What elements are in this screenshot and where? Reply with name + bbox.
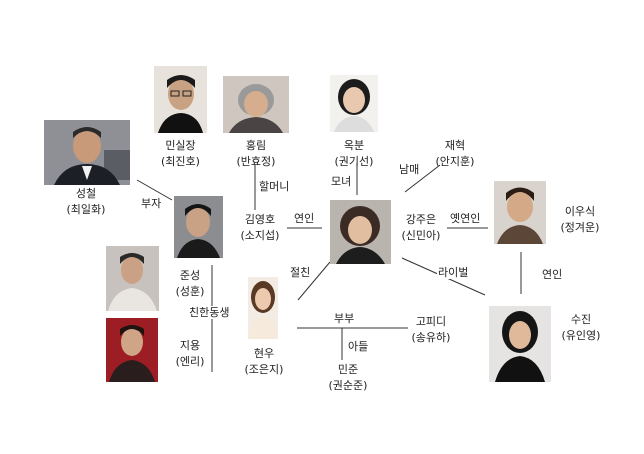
character-name: 강주은 [405, 213, 437, 226]
actor-name: (유인영) [561, 329, 601, 342]
label-okbun: 옥분 (권기선) [328, 138, 380, 170]
label-leeusik: 이우식 (정겨운) [552, 204, 608, 236]
relation-adeul: 아들 [347, 340, 370, 353]
actor-name: (조은지) [244, 363, 284, 376]
portrait-woman-long-hair-icon [248, 277, 278, 339]
label-jiyong: 지용 (엔리) [168, 338, 212, 370]
photo-okbun [330, 75, 378, 132]
relation-rival: 라이벌 [437, 266, 470, 279]
actor-name: (반효정) [236, 155, 276, 168]
actor-name: (권순준) [328, 379, 368, 392]
actor-name: (최진호) [161, 155, 200, 168]
photo-kangjueun [330, 200, 391, 264]
label-minjun: 민준 (권순준) [320, 362, 376, 394]
relation-chinhyeong: 친한동생 [188, 306, 231, 319]
label-hongrim: 홍림 (반효정) [230, 138, 282, 170]
photo-hongrim [223, 76, 289, 133]
label-hyeonu: 현우 (조은지) [238, 346, 290, 378]
actor-name: (안지훈) [435, 155, 475, 168]
photo-junseong [106, 246, 159, 311]
character-name: 옥분 [343, 139, 365, 152]
photo-jiyong [106, 318, 158, 382]
label-junseong: 준성 (성훈) [168, 268, 212, 300]
portrait-woman-short-hair-icon [330, 200, 391, 264]
actor-name: (소지섭) [240, 229, 280, 242]
relation-halmeoni: 할머니 [258, 180, 291, 193]
portrait-man-suit-icon [44, 120, 130, 185]
character-name: 현우 [253, 347, 275, 360]
character-name: 수진 [570, 313, 592, 326]
relation-yeonin-kim-kang: 연인 [293, 212, 316, 225]
character-name: 민실장 [165, 139, 196, 152]
actor-name: (송유하) [411, 331, 451, 344]
photo-sujin [489, 306, 551, 382]
character-name: 재혁 [444, 139, 466, 152]
actor-name: (최일화) [66, 203, 106, 216]
actor-name: (권기선) [334, 155, 374, 168]
label-kimyeongho: 김영호 (소지섭) [232, 212, 288, 244]
portrait-man-glasses-icon [154, 66, 207, 133]
label-gopidi: 고피디 (송유하) [403, 314, 459, 346]
line-jaehyeok-kang [404, 164, 441, 193]
character-name: 민준 [337, 363, 359, 376]
portrait-woman-icon [330, 75, 378, 132]
character-name: 홍림 [245, 139, 267, 152]
label-jaehyeok: 재혁 (안지훈) [427, 138, 483, 170]
photo-kimyeongho [174, 196, 223, 258]
relation-yeonin-leeusik-sujin: 연인 [541, 268, 564, 281]
portrait-man-red-background-icon [106, 318, 158, 382]
relation-bubu: 부부 [333, 312, 356, 325]
portrait-man-smiling-icon [494, 181, 546, 244]
character-name: 이우식 [564, 205, 596, 218]
portrait-man-icon [174, 196, 223, 258]
portrait-man-casual-icon [106, 246, 159, 311]
character-name: 준성 [179, 269, 201, 282]
actor-name: (엔리) [175, 355, 205, 368]
actor-name: (정겨운) [560, 221, 600, 234]
photo-seongcheol [44, 120, 130, 185]
character-name: 김영호 [244, 213, 276, 226]
relation-monyeo: 모녀 [330, 175, 353, 188]
relation-buja: 부자 [140, 197, 163, 210]
portrait-woman-dark-hair-icon [489, 306, 551, 382]
character-name: 지용 [179, 339, 201, 352]
line-kang-hyeonu [297, 261, 331, 301]
label-seongcheol: 성철 (최일화) [60, 186, 112, 218]
photo-leeusik [494, 181, 546, 244]
label-minsiljang: 민실장 (최진호) [154, 138, 207, 170]
actor-name: (성훈) [175, 285, 205, 298]
label-kangjueun: 강주은 (신민아) [393, 212, 449, 244]
relation-nammae: 남매 [398, 163, 421, 176]
character-name: 성철 [75, 187, 97, 200]
relation-jeolchin: 절친 [289, 266, 312, 279]
photo-minsiljang [154, 66, 207, 133]
photo-hyeonu [248, 277, 278, 339]
relation-yetyeonin: 옛연인 [449, 212, 482, 225]
line-seongcheol-kim [136, 179, 173, 201]
character-name: 고피디 [415, 315, 447, 328]
portrait-older-woman-icon [223, 76, 289, 133]
actor-name: (신민아) [401, 229, 441, 242]
label-sujin: 수진 (유인영) [553, 312, 609, 344]
